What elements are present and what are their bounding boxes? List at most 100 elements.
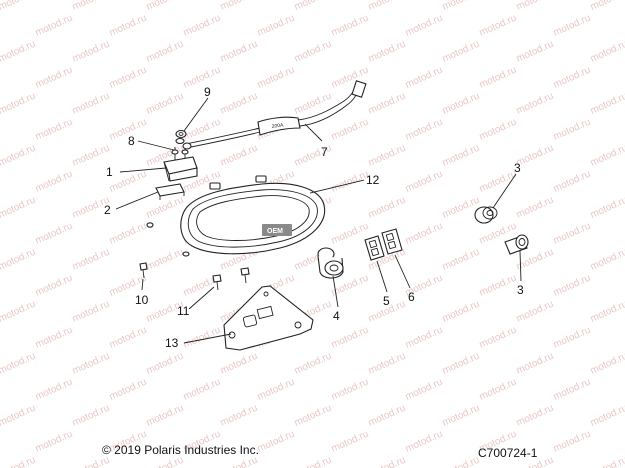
watermark-text: motod.ru xyxy=(145,195,186,221)
watermark-text: motod.ru xyxy=(0,39,37,65)
watermark-text: motod.ru xyxy=(34,65,75,91)
figure-id: C700724-1 xyxy=(478,446,538,460)
watermark-text: motod.ru xyxy=(589,247,625,273)
clip-part xyxy=(146,222,154,228)
watermark-text: motod.ru xyxy=(589,39,625,65)
watermark-text: motod.ru xyxy=(515,299,556,325)
watermark-text: motod.ru xyxy=(367,195,408,221)
watermark-text: motod.ru xyxy=(34,117,75,143)
watermark-text: motod.ru xyxy=(34,169,75,195)
watermark-text: motod.ru xyxy=(589,0,625,13)
watermark-text: motod.ru xyxy=(293,455,334,468)
watermark-text: motod.ru xyxy=(589,91,625,117)
watermark-text: motod.ru xyxy=(293,91,334,117)
bracket-part xyxy=(155,183,185,200)
watermark-text: motod.ru xyxy=(330,169,371,195)
watermark-text: motod.ru xyxy=(34,13,75,39)
watermark-text: motod.ru xyxy=(478,117,519,143)
watermark-text: motod.ru xyxy=(589,351,625,377)
watermark-text: motod.ru xyxy=(404,325,445,351)
watermark-text: motod.ru xyxy=(552,13,593,39)
watermark-text: motod.ru xyxy=(71,299,112,325)
watermark-text: motod.ru xyxy=(330,221,371,247)
watermark-text: motod.ru xyxy=(330,13,371,39)
watermark-text: motod.ru xyxy=(71,39,112,65)
watermark-text: motod.ru xyxy=(515,143,556,169)
watermark-text: motod.ru xyxy=(589,299,625,325)
watermark-text: motod.ru xyxy=(293,0,334,13)
watermark-text: motod.ru xyxy=(219,403,260,429)
watermark-text: motod.ru xyxy=(589,403,625,429)
screw-part xyxy=(212,267,250,291)
watermark-text: motod.ru xyxy=(552,169,593,195)
watermark-text: motod.ru xyxy=(515,403,556,429)
watermark-text: motod.ru xyxy=(515,195,556,221)
watermark-text: motod.ru xyxy=(256,429,297,455)
watermark-text: motod.ru xyxy=(367,403,408,429)
callout-3-upper: 3 xyxy=(514,161,521,175)
watermark-text: motod.ru xyxy=(441,247,482,273)
watermark-text: motod.ru xyxy=(330,325,371,351)
power-outlet-part xyxy=(474,206,498,224)
watermark-text: motod.ru xyxy=(219,91,260,117)
watermark-text: motod.ru xyxy=(515,91,556,117)
watermark-text: motod.ru xyxy=(441,91,482,117)
callout-1: 1 xyxy=(106,165,113,179)
watermark-text: motod.ru xyxy=(71,247,112,273)
callout-10: 10 xyxy=(135,293,149,307)
watermark-text: motod.ru xyxy=(293,351,334,377)
watermark-text: motod.ru xyxy=(71,351,112,377)
callout-4: 4 xyxy=(333,309,340,323)
watermark-text: motod.ru xyxy=(0,0,37,13)
mounting-plate-part xyxy=(223,285,314,351)
watermark-text: motod.ru xyxy=(256,65,297,91)
watermark-text: motod.ru xyxy=(478,169,519,195)
battery-cable-part xyxy=(182,80,367,150)
switch-part xyxy=(381,228,403,255)
watermark-text: motod.ru xyxy=(330,429,371,455)
watermark-text: motod.ru xyxy=(219,39,260,65)
watermark-text: motod.ru xyxy=(367,39,408,65)
watermark-text: motod.ru xyxy=(293,403,334,429)
cable-rating-label: 200A xyxy=(271,122,284,130)
watermark-text: motod.ru xyxy=(293,39,334,65)
callout-6: 6 xyxy=(408,290,415,304)
watermark-text: motod.ru xyxy=(0,351,37,377)
watermark-text: motod.ru xyxy=(552,377,593,403)
callout-11: 11 xyxy=(177,304,190,318)
watermark-text: motod.ru xyxy=(552,429,593,455)
nut-part xyxy=(175,129,187,145)
watermark-text: motod.ru xyxy=(404,221,445,247)
callout-7: 7 xyxy=(321,145,328,159)
watermark-text: motod.ru xyxy=(145,39,186,65)
oem-badge: OEM xyxy=(267,228,283,235)
watermark-text: motod.ru xyxy=(182,13,223,39)
watermark-text: motod.ru xyxy=(441,455,482,468)
watermark-text: motod.ru xyxy=(478,325,519,351)
callout-13: 13 xyxy=(165,336,179,350)
watermark-text: motod.ru xyxy=(219,0,260,13)
watermark-text: motod.ru xyxy=(108,13,149,39)
watermark-text: motod.ru xyxy=(404,13,445,39)
switch-part xyxy=(364,235,385,261)
watermark-text: motod.ru xyxy=(182,65,223,91)
ignition-switch-part xyxy=(317,247,344,279)
watermark-text: motod.ru xyxy=(145,351,186,377)
watermark-text: motod.ru xyxy=(108,221,149,247)
watermark-text: motod.ru xyxy=(108,65,149,91)
watermark-text: motod.ru xyxy=(441,39,482,65)
copyright-text: © 2019 Polaris Industries Inc. xyxy=(102,443,259,457)
watermark-text: motod.ru xyxy=(367,143,408,169)
watermark-text: motod.ru xyxy=(0,91,37,117)
watermark-text: motod.ru xyxy=(367,455,408,468)
watermark-text: motod.ru xyxy=(330,117,371,143)
watermark-text: motod.ru xyxy=(0,143,37,169)
stud-part xyxy=(171,147,189,160)
watermark-text: motod.ru xyxy=(404,377,445,403)
watermark-text: motod.ru xyxy=(34,273,75,299)
solenoid-part xyxy=(163,156,198,182)
watermark-text: motod.ru xyxy=(182,117,223,143)
watermark-text: motod.ru xyxy=(589,195,625,221)
